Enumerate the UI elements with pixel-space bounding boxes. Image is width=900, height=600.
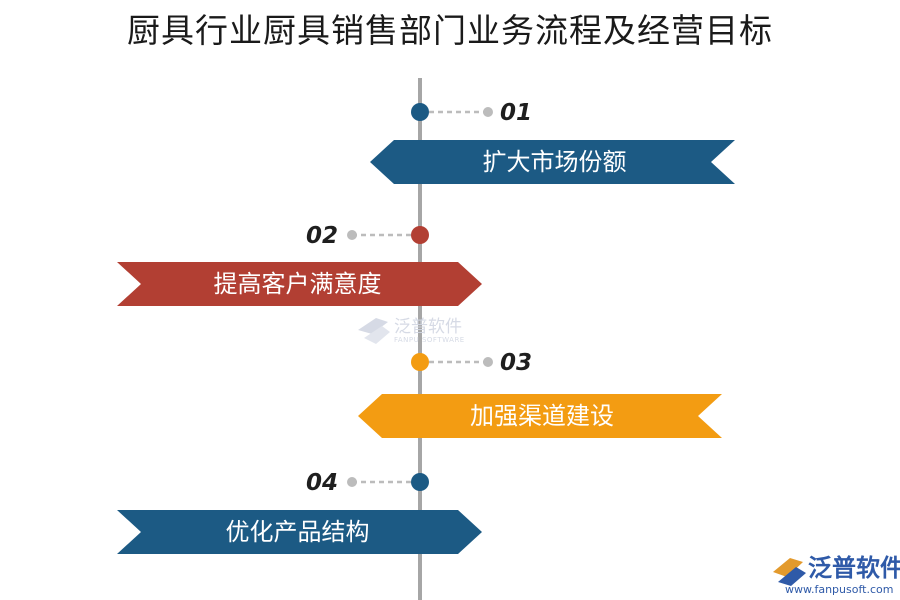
watermark-name: 泛普软件 — [394, 317, 462, 337]
page-title: 厨具行业厨具销售部门业务流程及经营目标 — [127, 11, 773, 50]
step-node — [411, 473, 429, 491]
step-banner — [370, 140, 735, 184]
step-connector-end — [347, 477, 357, 487]
step-connector-end — [483, 107, 493, 117]
brand-logo-name: 泛普软件 — [808, 554, 900, 582]
step-number: 01 — [500, 100, 532, 126]
step-banner — [117, 510, 482, 554]
step-3: 03 加强渠道建设 — [358, 350, 722, 438]
step-banner — [117, 262, 482, 306]
watermark-logo-icon — [358, 318, 390, 344]
step-number: 04 — [306, 470, 338, 496]
brand-logo: 泛普软件 www.fanpusoft.com — [773, 554, 900, 596]
step-2: 02 提高客户满意度 — [117, 223, 482, 306]
step-number: 02 — [306, 223, 338, 249]
step-node — [411, 226, 429, 244]
watermark-subtitle: FANPU SOFTWARE — [394, 336, 465, 344]
watermark: 泛普软件 FANPU SOFTWARE — [358, 317, 465, 344]
step-connector-end — [483, 357, 493, 367]
step-1: 01 扩大市场份额 — [370, 100, 735, 184]
step-banner — [358, 394, 722, 438]
brand-logo-icon — [773, 558, 806, 586]
brand-logo-url: www.fanpusoft.com — [785, 583, 893, 596]
step-label: 加强渠道建设 — [470, 402, 614, 430]
step-label: 优化产品结构 — [226, 518, 370, 546]
step-node — [411, 103, 429, 121]
step-list: 01 扩大市场份额 02 提高客户满意度 03 加强渠道建设 04 优化产品结构 — [117, 100, 735, 554]
step-label: 提高客户满意度 — [214, 270, 382, 298]
step-node — [411, 353, 429, 371]
step-4: 04 优化产品结构 — [117, 470, 482, 554]
step-number: 03 — [500, 350, 532, 376]
step-connector-end — [347, 230, 357, 240]
step-label: 扩大市场份额 — [483, 148, 627, 176]
